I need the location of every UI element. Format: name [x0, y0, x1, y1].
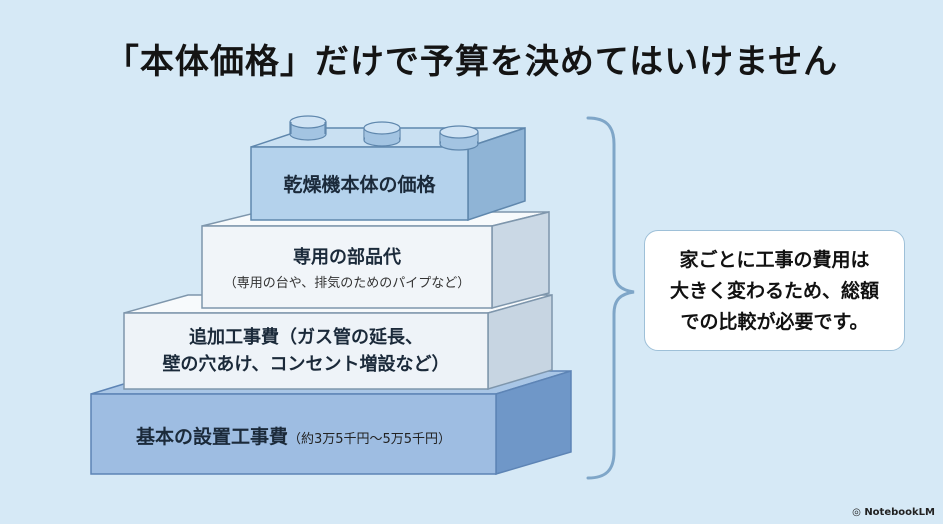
layer-3-text-line1: 追加工事費（ガス管の延長、: [189, 327, 423, 348]
notebooklm-logo: ◎ NotebookLM: [852, 507, 935, 518]
callout-box: 家ごとに工事の費用は 大きく変わるため、総額 での比較が必要です。: [644, 230, 905, 351]
layer-2-subtext: （専用の台や、排気のためのパイプなど）: [223, 276, 471, 291]
page-title: 「本体価格」だけで予算を決めてはいけません: [104, 42, 839, 82]
dryer-price-block: [250, 115, 526, 222]
callout-line-1: 家ごとに工事の費用は: [679, 249, 870, 271]
callout-line-3: での比較が必要です。: [680, 311, 869, 333]
layer-1-text: 乾燥機本体の価格: [283, 174, 436, 196]
layer-4-text: 基本の設置工事費: [135, 426, 288, 448]
base-install-label: 基本の設置工事費（約3万5千円〜5万5千円）: [91, 422, 496, 449]
lego-stud-2: [363, 121, 401, 147]
dryer-price-label: 乾燥機本体の価格: [251, 170, 468, 197]
notebooklm-icon: ◎: [852, 507, 861, 518]
lego-stud-3: [439, 125, 479, 151]
layer-4-subtext: （約3万5千円〜5万5千円）: [287, 432, 452, 447]
layer-2-text: 専用の部品代: [293, 247, 401, 268]
additional-work-label: 追加工事費（ガス管の延長、 壁の穴あけ、コンセント増設など）: [124, 324, 488, 378]
lego-stud-1: [289, 115, 327, 141]
curly-brace: [586, 116, 635, 480]
parts-label: 専用の部品代 （専用の台や、排気のためのパイプなど）: [202, 243, 492, 291]
brand-text: NotebookLM: [864, 507, 935, 518]
layer-3-text-line2: 壁の穴あけ、コンセント増設など）: [162, 354, 450, 375]
callout-line-2: 大きく変わるため、総額: [669, 280, 879, 302]
